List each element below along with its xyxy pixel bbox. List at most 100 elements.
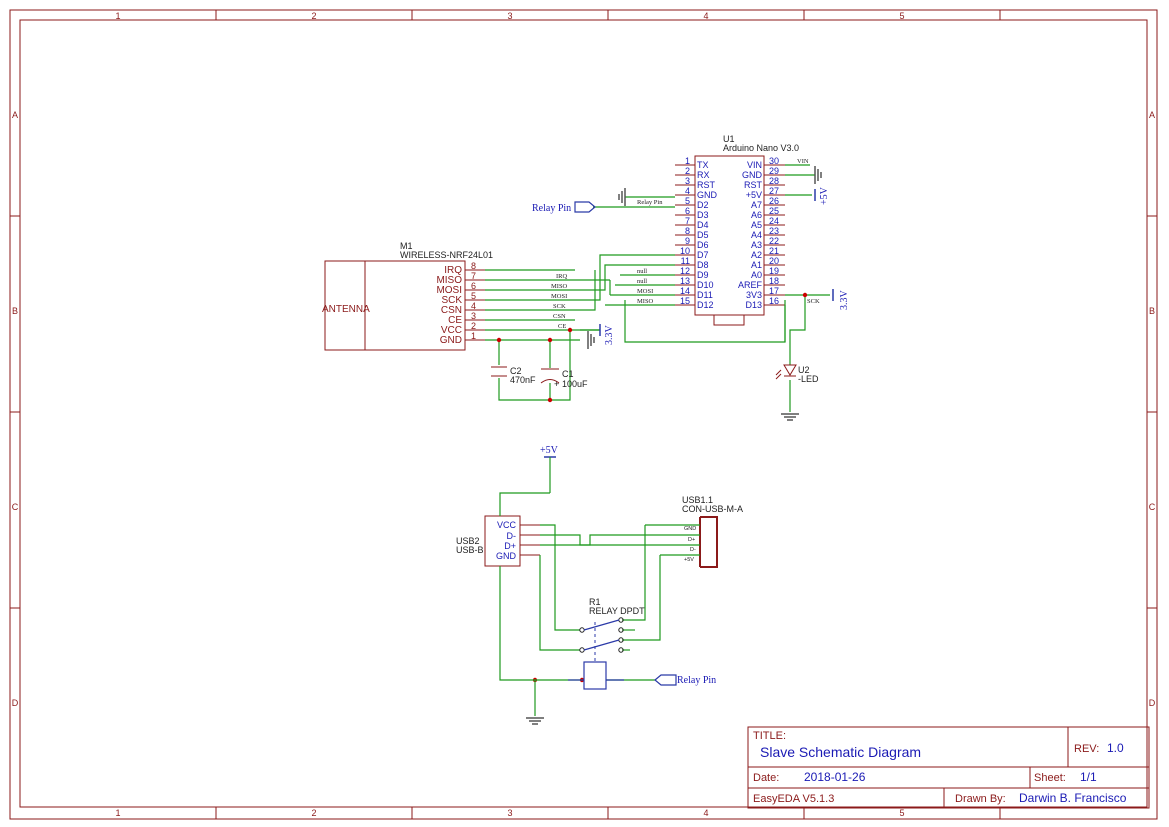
- u1-pin-number: 22: [769, 236, 779, 246]
- title-value: Slave Schematic Diagram: [760, 744, 921, 760]
- usb2-pin-gnd: GND: [496, 551, 517, 561]
- u1-pin-name: A4: [751, 230, 762, 240]
- m1-pin-name: CSN: [441, 305, 462, 316]
- usb11-pin-dm: D-: [690, 547, 696, 553]
- m1-pin-number: 5: [471, 291, 476, 301]
- u1-pin-number: 26: [769, 196, 779, 206]
- u2-ref: U2: [798, 365, 810, 375]
- relay-pin-label-bottom: Relay Pin: [677, 675, 716, 686]
- wires-usb: [499, 492, 700, 716]
- c1-plus-sign: +: [554, 379, 559, 389]
- svg-text:3.3V: 3.3V: [604, 325, 615, 346]
- u2-value: -LED: [798, 374, 819, 384]
- ground-icon: [587, 331, 595, 349]
- row-label-right: B: [1149, 306, 1155, 316]
- column-label-bottom: 3: [507, 808, 512, 818]
- m1-pin-number: 3: [471, 311, 476, 321]
- net-irq: IRQ: [556, 273, 568, 280]
- r1-ref: R1: [589, 597, 601, 607]
- ground-icon: [526, 717, 544, 725]
- usb2-pin-vcc: VCC: [497, 520, 517, 530]
- u1-pin-name: RX: [697, 170, 710, 180]
- row-label-right: A: [1149, 110, 1155, 120]
- ground-icon: [814, 166, 822, 184]
- m1-pin-number: 8: [471, 261, 476, 271]
- r1-relay-dpdt[interactable]: R1 RELAY DPDT: [568, 597, 645, 690]
- wires-top: [485, 164, 830, 412]
- u1-pin-number: 9: [685, 236, 690, 246]
- u1-pin-name: D8: [697, 260, 709, 270]
- m1-pin-name: CE: [448, 315, 462, 326]
- m1-pin-name: VCC: [441, 325, 462, 336]
- u2-led[interactable]: U2 -LED: [775, 364, 819, 384]
- usb11-connector[interactable]: USB1.1 CON-USB-M-A GND D+ D- +5V: [682, 495, 743, 568]
- rev-label: REV:: [1074, 743, 1099, 755]
- c1-capacitor[interactable]: C1 + 100uF: [540, 368, 588, 389]
- column-label-bottom: 4: [703, 808, 708, 818]
- u1-pin-number: 30: [769, 156, 779, 166]
- row-label-left: C: [12, 502, 19, 512]
- m1-pin-name: GND: [440, 335, 462, 346]
- row-label-left: B: [12, 306, 18, 316]
- relay-pin-port-bottom[interactable]: Relay Pin: [654, 674, 716, 686]
- u1-pin-name: A0: [751, 270, 762, 280]
- u1-pin-name: D2: [697, 200, 709, 210]
- usb11-pin-5v: +5V: [684, 557, 694, 563]
- m1-pin-name: SCK: [441, 295, 462, 306]
- m1-pin-number: 1: [471, 331, 476, 341]
- u1-pin-number: 1: [685, 156, 690, 166]
- u1-pin-number: 11: [681, 256, 690, 266]
- row-label-left: D: [12, 698, 19, 708]
- u1-pin-name: RST: [697, 180, 716, 190]
- ground-icon: [781, 413, 799, 421]
- u1-pin-number: 23: [769, 226, 779, 236]
- net-ce: CE: [558, 323, 566, 330]
- m1-ref: M1: [400, 241, 413, 251]
- u1-pin-number: 13: [680, 276, 690, 286]
- u1-pin-number: 8: [685, 226, 690, 236]
- drawing-frame: 1 2 3 4 5 1 2 3 4 5 A B C D A B C D: [9, 9, 1158, 820]
- u1-pin-number: 25: [769, 206, 779, 216]
- u1-pin-number: 10: [680, 246, 690, 256]
- u1-pin-name: D10: [697, 280, 714, 290]
- m1-name: WIRELESS-NRF24L01: [400, 250, 493, 260]
- junctions: [496, 292, 808, 683]
- c2-value: 470nF: [510, 375, 536, 385]
- c2-capacitor[interactable]: C2 470nF: [491, 366, 536, 385]
- u1-pin-number: 28: [769, 176, 779, 186]
- power-flags: +5V 3.3V 3.3V +5V: [540, 186, 850, 493]
- usb2-pin-dm: D-: [507, 531, 517, 541]
- sheet-label: Sheet:: [1034, 772, 1066, 784]
- sheet-value: 1/1: [1080, 770, 1097, 784]
- u1-pin-name: +5V: [746, 190, 762, 200]
- row-label-right: D: [1149, 698, 1156, 708]
- m1-pin-number: 4: [471, 301, 476, 311]
- u1-pin-number: 6: [685, 206, 690, 216]
- relay-pin-port-top[interactable]: Relay Pin: [532, 201, 596, 214]
- net-null-d10: null: [637, 278, 647, 285]
- u1-ref: U1: [723, 134, 735, 144]
- m1-pin-name: IRQ: [444, 265, 462, 276]
- u1-pin-number: 27: [769, 186, 779, 196]
- m1-pin-number: 6: [471, 281, 476, 291]
- u1-pin-name: D3: [697, 210, 709, 220]
- u1-pin-number: 5: [685, 196, 690, 206]
- u1-pin-name: A6: [751, 210, 762, 220]
- u1-pin-number: 20: [769, 256, 779, 266]
- u1-pin-name: RST: [744, 180, 763, 190]
- usb2-connector[interactable]: USB2 USB-B VCC D- D+ GND: [456, 515, 540, 567]
- u1-pin-name: A7: [751, 200, 762, 210]
- net-relay-pin: Relay Pin: [637, 199, 663, 206]
- usb11-pin-dp: D+: [688, 537, 695, 543]
- m1-pin-name: MOSI: [436, 285, 462, 296]
- m1-pin-number: 2: [471, 321, 476, 331]
- m1-pin-name: MISO: [436, 275, 462, 286]
- u1-pin-name: D6: [697, 240, 709, 250]
- c1-ref: C1: [562, 369, 574, 379]
- u1-pin-name: 3V3: [746, 290, 762, 300]
